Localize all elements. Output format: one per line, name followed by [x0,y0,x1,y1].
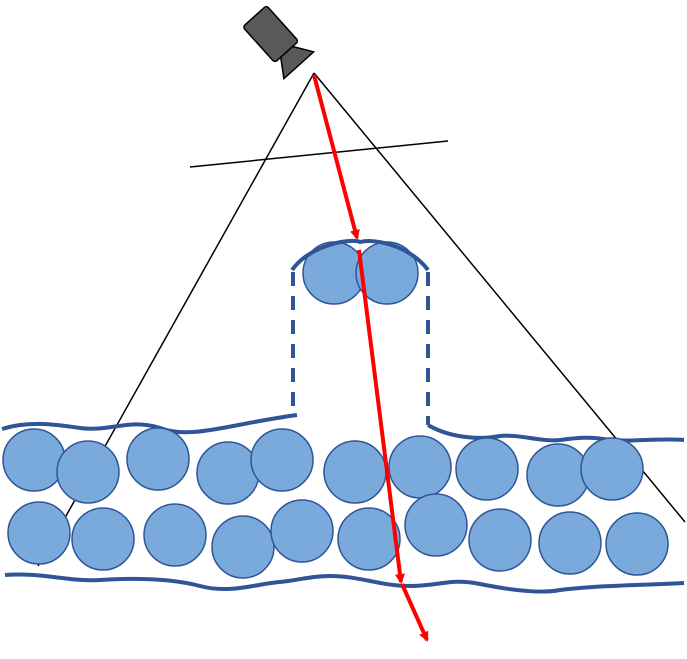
image-plane-line [189,140,449,168]
lifted-surface-line [290,238,430,272]
particle [337,507,401,571]
particle [455,437,519,501]
particle [2,428,66,492]
particle [323,440,387,504]
particle-layer [2,427,669,579]
particle [526,443,590,507]
particle [605,512,669,576]
particle [468,508,532,572]
particle [143,503,207,567]
layer-top-boundary-right [426,423,685,443]
layer-bottom-boundary [4,572,685,594]
particle [404,493,468,557]
particle [71,507,135,571]
particle [56,440,120,504]
particle [580,437,644,501]
particle [126,427,190,491]
particle [388,435,452,499]
camera-icon [243,6,316,81]
ray-exit [400,583,429,642]
layer-top-boundary-left [1,413,298,435]
ray-incident [312,74,360,240]
particle [250,428,314,492]
lifted-particles [302,241,419,305]
ray-transmitted [357,249,405,584]
particle [270,499,334,563]
particle [211,515,275,579]
particle [7,501,71,565]
particle [196,441,260,505]
particle [538,511,602,575]
